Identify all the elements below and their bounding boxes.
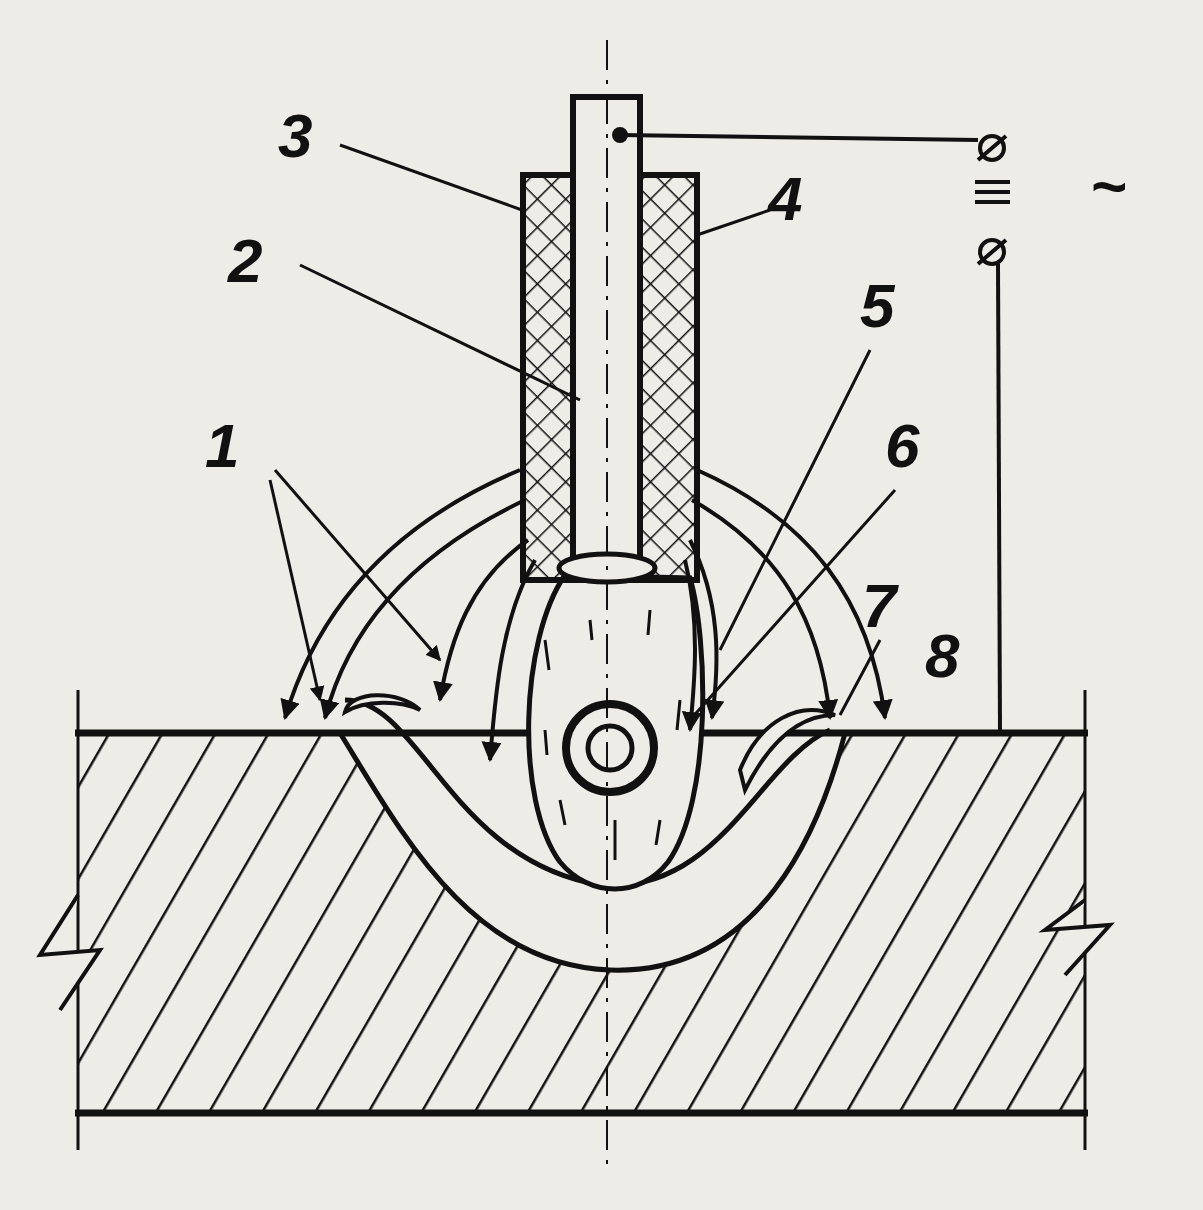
slag bbox=[345, 695, 420, 712]
arc-column bbox=[529, 575, 703, 889]
slag bbox=[740, 710, 835, 790]
axis-line bbox=[606, 40, 608, 1170]
callout-number: 2 bbox=[228, 230, 262, 292]
base-metal bbox=[40, 690, 1110, 1150]
leader-line bbox=[270, 145, 895, 720]
callout-number: 5 bbox=[860, 275, 894, 337]
callout-number: 1 bbox=[205, 415, 239, 477]
callout-number: 4 bbox=[768, 168, 802, 230]
callout-number: 8 bbox=[925, 625, 959, 687]
power-source-symbol bbox=[614, 129, 1010, 733]
callout-number: 6 bbox=[885, 415, 919, 477]
callout-number: ~ bbox=[1090, 155, 1126, 217]
callout-number: 7 bbox=[862, 575, 896, 637]
gas-flow-arrow bbox=[285, 470, 885, 760]
callout-number: 3 bbox=[278, 105, 312, 167]
